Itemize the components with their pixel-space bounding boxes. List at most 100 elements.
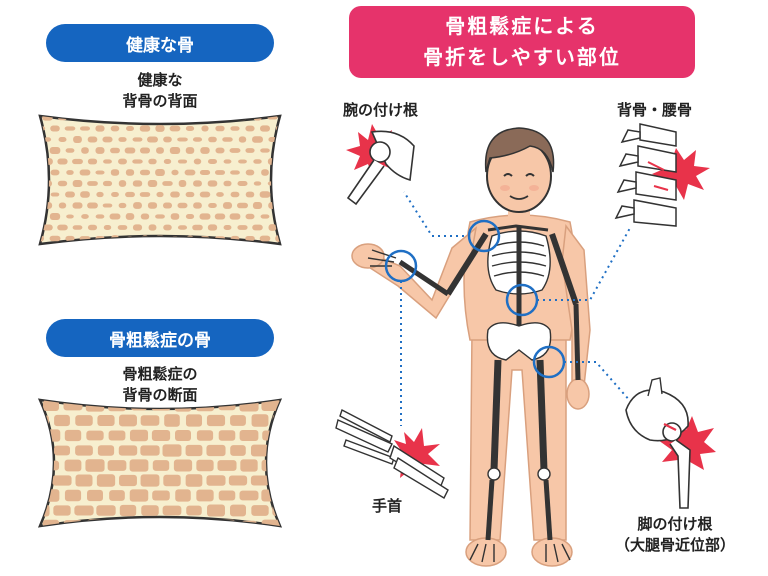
trabecular-cell [57, 247, 67, 251]
trabecular-cell [42, 460, 60, 471]
trabecular-cell [206, 444, 226, 457]
trabecular-cell [192, 246, 203, 253]
trabecular-cell [206, 475, 226, 486]
trabecular-cell [223, 180, 232, 187]
trabecular-cell [196, 430, 214, 441]
trabecular-cell [88, 247, 96, 253]
trabecular-cell [102, 136, 113, 143]
trabecular-cell [163, 136, 172, 143]
trabecular-cell [147, 136, 158, 143]
trabecular-cell [43, 400, 59, 411]
trabecular-cell [199, 169, 211, 176]
trabecular-cell [50, 169, 60, 176]
trabecular-cell [185, 474, 203, 487]
trabecular-cell [291, 192, 299, 196]
trabecular-cell [307, 490, 324, 501]
osteo-caption-line1: 骨粗鬆症の [122, 365, 198, 383]
healthy-bone-heading: 健康な骨 [46, 24, 274, 62]
trabecular-cell [42, 116, 53, 121]
trabecular-cell [118, 137, 127, 142]
trabecular-cell [296, 445, 313, 456]
wrist-label: 手首 [372, 497, 403, 515]
trabecular-cell [230, 504, 246, 517]
trabecular-cell [129, 489, 149, 502]
trabecular-cell [27, 247, 38, 251]
trabecular-cell [253, 181, 262, 186]
trabecular-cell [207, 247, 217, 252]
spine-label: 背骨・腰骨 [617, 101, 693, 119]
trabecular-cell [141, 505, 159, 516]
trabecular-cell [72, 202, 83, 209]
trabecular-cell [108, 400, 126, 412]
trabecular-cell [152, 519, 170, 526]
trabecular-cell [260, 148, 270, 153]
spine-inset [614, 123, 710, 227]
trabecular-cell [222, 202, 233, 209]
trabecular-cell [162, 202, 173, 209]
trabecular-cell [86, 430, 104, 441]
trabecular-cell [163, 474, 181, 487]
trabecular-cell [230, 170, 240, 175]
trabecular-cell [274, 444, 280, 457]
trabecular-cell [57, 158, 68, 165]
trabecular-cell [72, 158, 83, 165]
trabecular-cell [285, 519, 301, 531]
trabecular-cell [40, 214, 44, 219]
trabecular-cell [200, 147, 210, 154]
trabecular-cell [291, 235, 300, 241]
fracture-sites-title: 骨粗鬆症による 骨折をしやすい部位 [349, 6, 695, 78]
trabecular-cell [95, 214, 105, 219]
healthy-caption-line1: 健康な [137, 71, 183, 89]
trabecular-cell [208, 136, 217, 143]
trabecular-cell [214, 213, 226, 220]
trabecular-cell [132, 137, 143, 142]
trabecular-cell [97, 445, 115, 456]
trabecular-cell [21, 521, 38, 531]
trabecular-cell [201, 125, 209, 132]
trabecular-cell [140, 415, 160, 426]
trabecular-cell [40, 474, 50, 487]
trabecular-cell [66, 170, 74, 175]
trabecular-cell [162, 181, 173, 186]
trabecular-cell [193, 180, 202, 187]
trabecular-cell [163, 116, 172, 121]
trabecular-cell [118, 180, 127, 187]
trabecular-cell [65, 235, 75, 242]
trabecular-cell [64, 489, 82, 502]
trabecular-cell [223, 159, 232, 164]
trabecular-cell [268, 224, 277, 231]
trabecular-cell [155, 214, 165, 219]
trabecular-cell [252, 202, 263, 209]
trabecular-cell [125, 213, 135, 220]
trabecular-cell [130, 400, 148, 411]
trabecular-cell [133, 247, 141, 251]
trabecular-cell [152, 490, 170, 501]
trabecular-cell [54, 414, 70, 427]
trabecular-cell [245, 125, 255, 132]
osteo-caption-line2: 背骨の断面 [122, 386, 198, 404]
osteoporotic-bone-cross-section [21, 398, 324, 531]
trabecular-cell [64, 126, 76, 131]
trabecular-cell [49, 235, 61, 242]
trabecular-cell [207, 504, 225, 517]
trabecular-cell [117, 225, 128, 230]
trabecular-cell [75, 445, 93, 456]
trabecular-cell [245, 148, 255, 153]
trabecular-cell [125, 191, 135, 198]
trabecular-cell [208, 202, 217, 209]
trabecular-cell [193, 116, 202, 120]
trabecular-cell [237, 202, 248, 209]
trabecular-cell [290, 126, 300, 131]
trabecular-cell [239, 429, 259, 442]
trabecular-cell [58, 202, 67, 209]
trabecular-cell [164, 414, 180, 427]
trabecular-cell [87, 181, 98, 186]
trabecular-cell [57, 180, 68, 187]
trabecular-cell [103, 225, 112, 230]
trabecular-cell [163, 224, 172, 231]
trabecular-cell [295, 504, 313, 516]
trabecular-cell [306, 520, 324, 531]
trabecular-cell [162, 505, 182, 516]
trabecular-cell [119, 504, 137, 517]
trabecular-cell [75, 415, 93, 426]
